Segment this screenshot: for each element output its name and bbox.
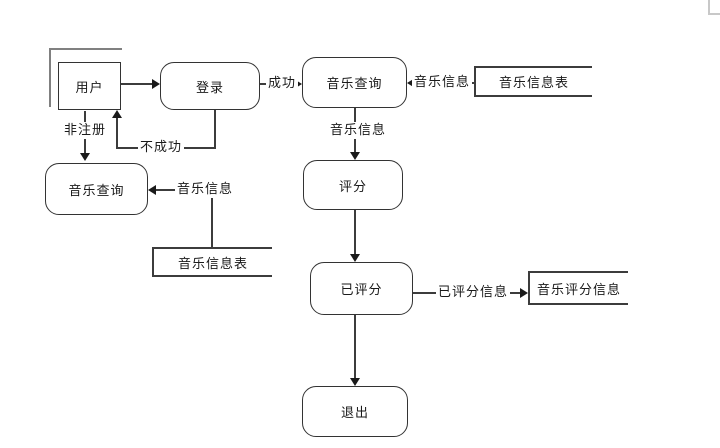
- edge-label-music-info-left: 音乐信息: [175, 181, 236, 198]
- process-music-query-left: 音乐查询: [45, 163, 148, 215]
- edge-rating-rated: [354, 210, 356, 255]
- process-rating-label: 评分: [338, 179, 367, 195]
- arrowhead-rated-ratinginfo-icon: [520, 288, 528, 298]
- edge-infotableleft-vert: [211, 196, 213, 247]
- process-rated-label: 已评分: [340, 283, 383, 298]
- edge-fail-vert-from-login: [214, 110, 216, 149]
- page-corner-vline: [708, 0, 710, 14]
- datastore-music-info-table-top-label: 音乐信息表: [498, 76, 569, 91]
- entity-user: 用户: [58, 62, 121, 110]
- process-exit: 退出: [302, 386, 408, 437]
- edge-user-login: [121, 83, 152, 85]
- datastore-music-rating-info: 音乐评分信息: [528, 271, 628, 305]
- edge-label-music-info-between: 音乐信息: [328, 122, 389, 139]
- process-exit-label: 退出: [340, 406, 369, 421]
- edge-fail-vert-to-user: [116, 118, 118, 149]
- datastore-music-info-table-top: 音乐信息表: [474, 66, 592, 97]
- edge-label-unregistered: 非注册: [62, 122, 109, 139]
- arrowhead-infotable-musicquery-icon: [407, 78, 415, 88]
- edge-label-success: 成功: [266, 75, 299, 92]
- user-entity-shadow-left: [49, 48, 51, 107]
- arrowhead-rated-exit-icon: [350, 378, 360, 386]
- edge-label-fail: 不成功: [138, 139, 185, 156]
- arrowhead-fail-user-icon: [112, 110, 122, 118]
- arrowhead-musicquery-rating-icon: [350, 152, 360, 160]
- process-rating: 评分: [303, 160, 403, 210]
- process-music-query-left-label: 音乐查询: [68, 183, 125, 199]
- datastore-music-rating-info-label: 音乐评分信息: [536, 282, 621, 298]
- entity-user-label: 用户: [75, 80, 104, 96]
- arrowhead-rating-rated-icon: [350, 254, 360, 262]
- process-music-query-top: 音乐查询: [302, 57, 407, 108]
- edge-label-music-info-top: 音乐信息: [412, 74, 473, 91]
- datastore-music-info-table-left-label: 音乐信息表: [177, 256, 248, 272]
- process-music-query-top-label: 音乐查询: [326, 77, 383, 92]
- arrowhead-user-musicqueryleft-icon: [80, 153, 90, 161]
- arrowhead-user-login-icon: [152, 79, 160, 89]
- process-rated: 已评分: [310, 262, 413, 315]
- edge-label-rated-info: 已评分信息: [436, 284, 511, 301]
- page-corner-hline: [708, 13, 720, 15]
- datastore-music-info-table-left: 音乐信息表: [152, 247, 272, 277]
- edge-rated-exit: [354, 315, 356, 379]
- process-login-label: 登录: [195, 80, 224, 96]
- arrowhead-infotableleft-musicquery-icon: [148, 185, 156, 195]
- user-entity-shadow-top: [50, 48, 122, 50]
- process-login: 登录: [160, 62, 260, 110]
